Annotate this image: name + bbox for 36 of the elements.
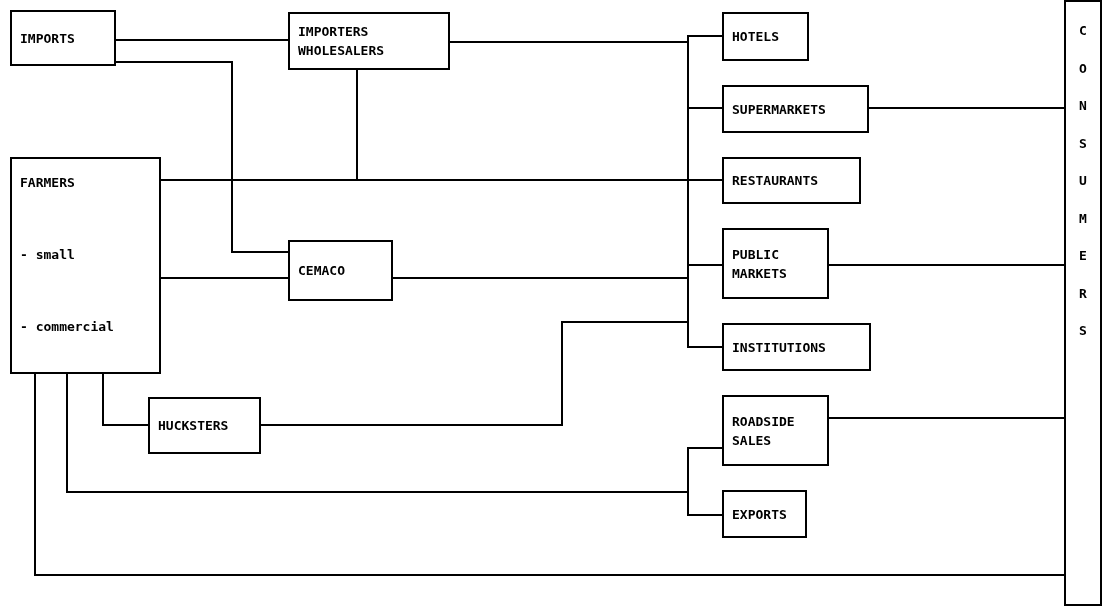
process-box: [722, 157, 861, 204]
connector-line: [868, 107, 1065, 109]
node-label: ROADSIDE SALES: [732, 412, 796, 450]
connector-line: [828, 264, 1065, 266]
process-box: [10, 10, 116, 66]
node-label: FARMERS: [20, 174, 76, 192]
node-label: IMPORTS: [20, 29, 76, 48]
connector-line: [160, 277, 289, 279]
node-label: CONSUMERS: [1078, 22, 1088, 340]
connector-line: [115, 61, 289, 253]
process-box: [722, 490, 807, 538]
process-box: [288, 240, 393, 301]
process-box: [1064, 0, 1102, 606]
process-box: [288, 12, 450, 70]
process-box: [722, 85, 869, 133]
connector-line: [34, 373, 1065, 576]
node-label: - commercial: [20, 318, 115, 336]
process-box: [722, 323, 871, 371]
process-box: [722, 12, 809, 61]
node-label: - small: [20, 246, 76, 264]
process-box: [722, 395, 829, 466]
connector-line: [115, 39, 289, 41]
node-label: INSTITUTIONS: [732, 338, 827, 357]
node-label: EXPORTS: [732, 505, 788, 524]
connector-line: [102, 373, 149, 426]
process-box: [148, 397, 261, 454]
node-label: RESTAURANTS: [732, 172, 820, 190]
node-label: CEMACO: [298, 262, 346, 280]
node-label: IMPORTERS WHOLESALERS: [298, 23, 386, 60]
process-box: [722, 228, 829, 299]
node-label: PUBLIC MARKETS: [732, 245, 788, 283]
connector-line: [828, 417, 1065, 419]
node-label: HUCKSTERS: [158, 417, 230, 435]
process-box: [10, 157, 161, 374]
node-label: HOTELS: [732, 28, 780, 46]
node-label: SUPERMARKETS: [732, 100, 827, 119]
